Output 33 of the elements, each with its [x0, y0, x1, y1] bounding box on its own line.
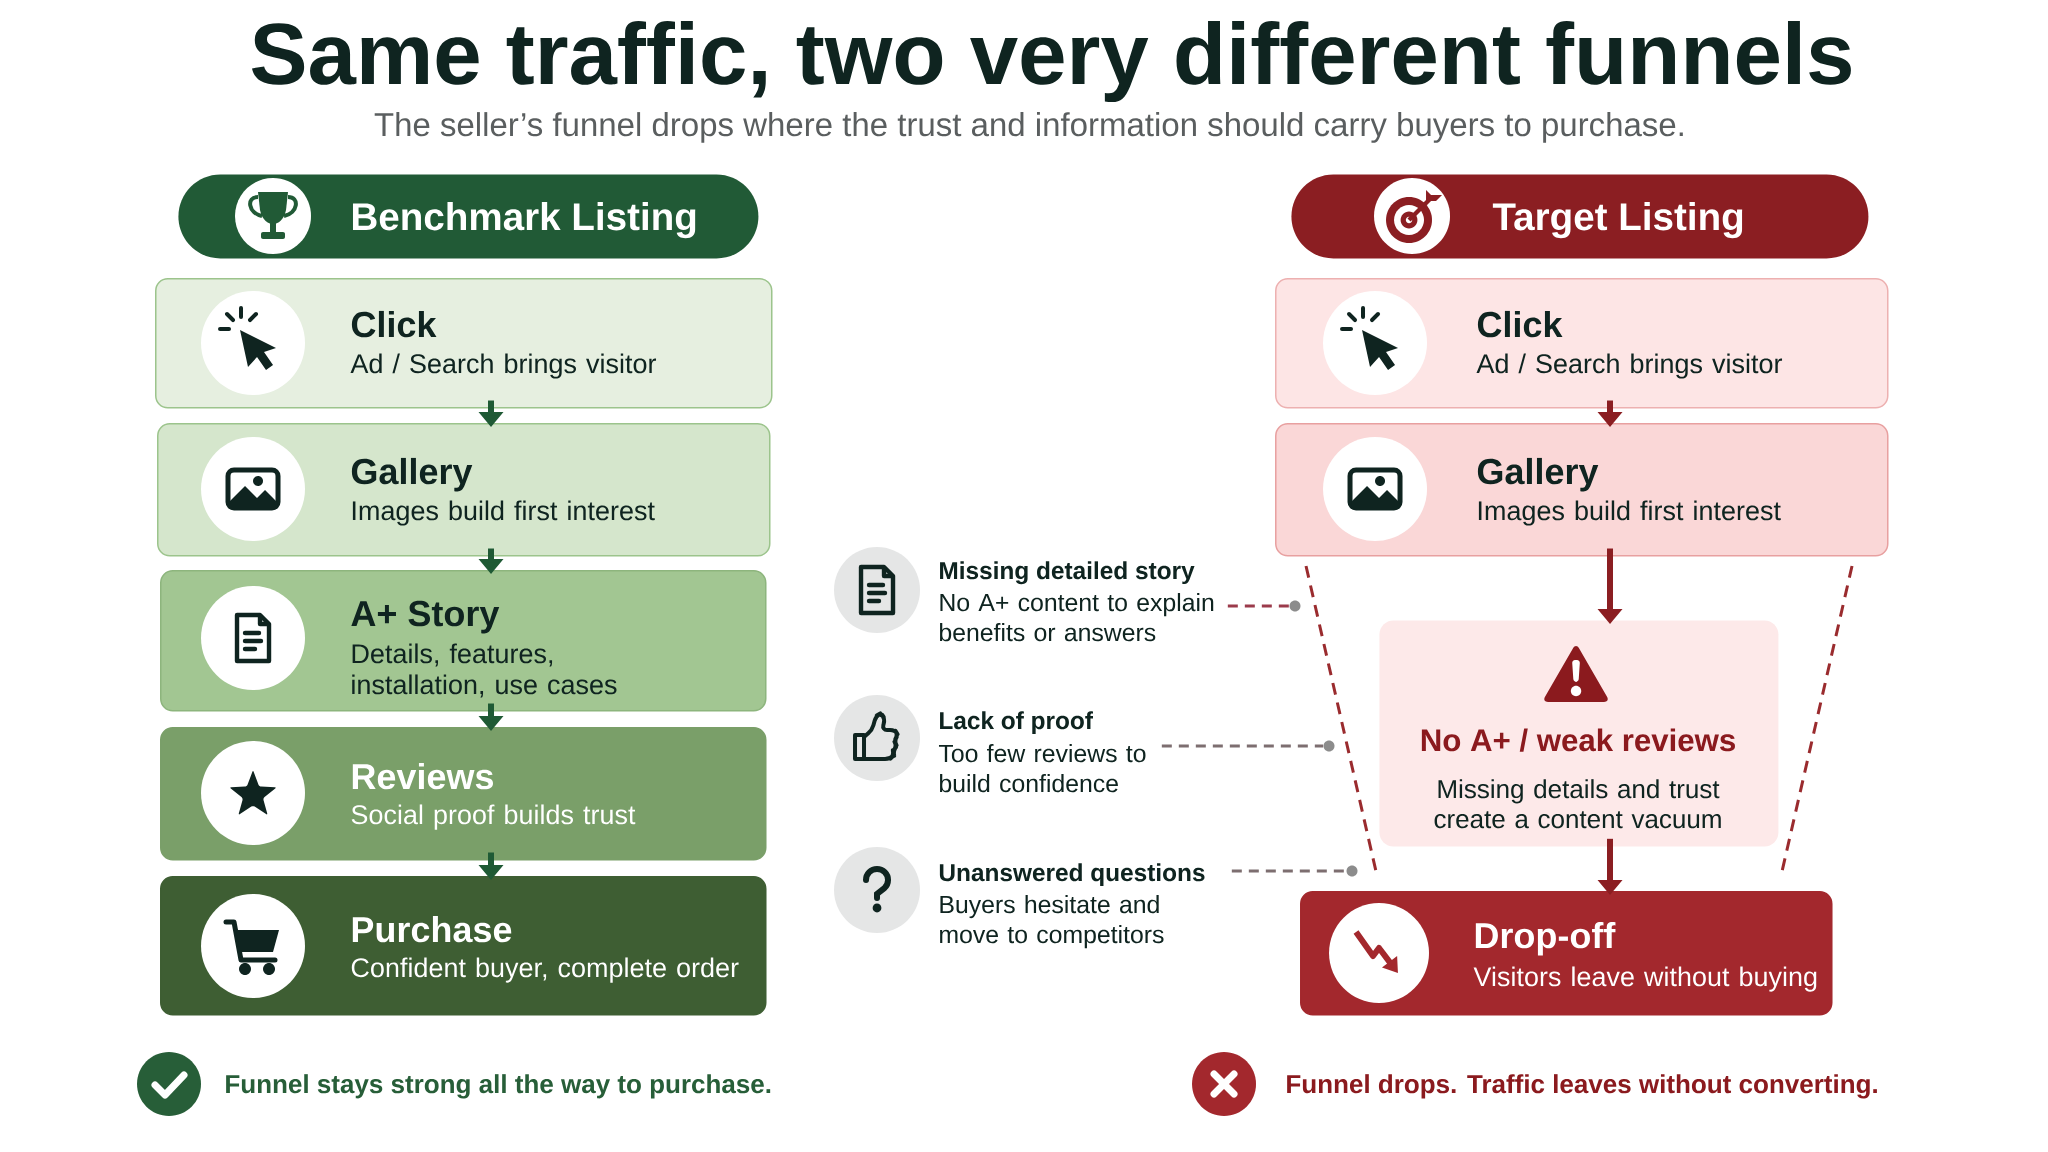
step-description: Confident buyer, complete order [351, 957, 739, 983]
step-title: Reviews [352, 762, 493, 790]
step-description: Ad / Search brings visitor [350, 353, 656, 379]
leader-line [1231, 869, 1347, 873]
step-description: Visitors leave without buying [1473, 966, 1817, 992]
banner: Benchmark Listing [178, 174, 759, 259]
step-description: Social proof builds trust [351, 804, 636, 830]
title: Same traffic, two very different funnels [252, 20, 1851, 103]
step-description: Ad / Search brings visitor [1476, 353, 1783, 379]
cause-title: Lack of proof [940, 711, 1093, 735]
cause-description: No A+ content to explain benefits or answers [940, 593, 1214, 642]
subtitle: The seller’s funnel drops where the trust and information should carry buyers to purchase. [374, 112, 1683, 143]
summary-note: Funnel stays strong all the way to purchase. [226, 1074, 771, 1099]
step-title: Gallery [1477, 457, 1599, 492]
step-title: Purchase [352, 915, 512, 943]
step-title: Click [351, 310, 437, 338]
step-title: A+ Story [351, 600, 500, 634]
banner: Target Listing [1291, 174, 1869, 259]
step-description: Images build first interest [1478, 500, 1781, 526]
step-description: Details, features, installation, use cases [352, 643, 617, 698]
step-description: Images build first interest [352, 500, 655, 526]
step-title: Gallery [351, 457, 473, 492]
cause-title: Missing detailed story [940, 561, 1195, 585]
warning-title: No A+ / weak reviews [1421, 728, 1735, 752]
leader-line [1227, 604, 1290, 608]
summary-note: Funnel drops. Traffic leaves without converting. [1287, 1074, 1877, 1099]
leader-line [1161, 744, 1324, 748]
cause-title: Unanswered questions [939, 863, 1205, 887]
step-title: Drop-off [1475, 921, 1616, 956]
cause-description: Buyers hesitate and move to competitors [940, 895, 1164, 949]
cause-description: Too few reviews to build confidence [939, 744, 1146, 793]
warning-description: Missing details and trust create a content vacuum [1434, 779, 1721, 829]
step-title: Click [1477, 310, 1563, 338]
